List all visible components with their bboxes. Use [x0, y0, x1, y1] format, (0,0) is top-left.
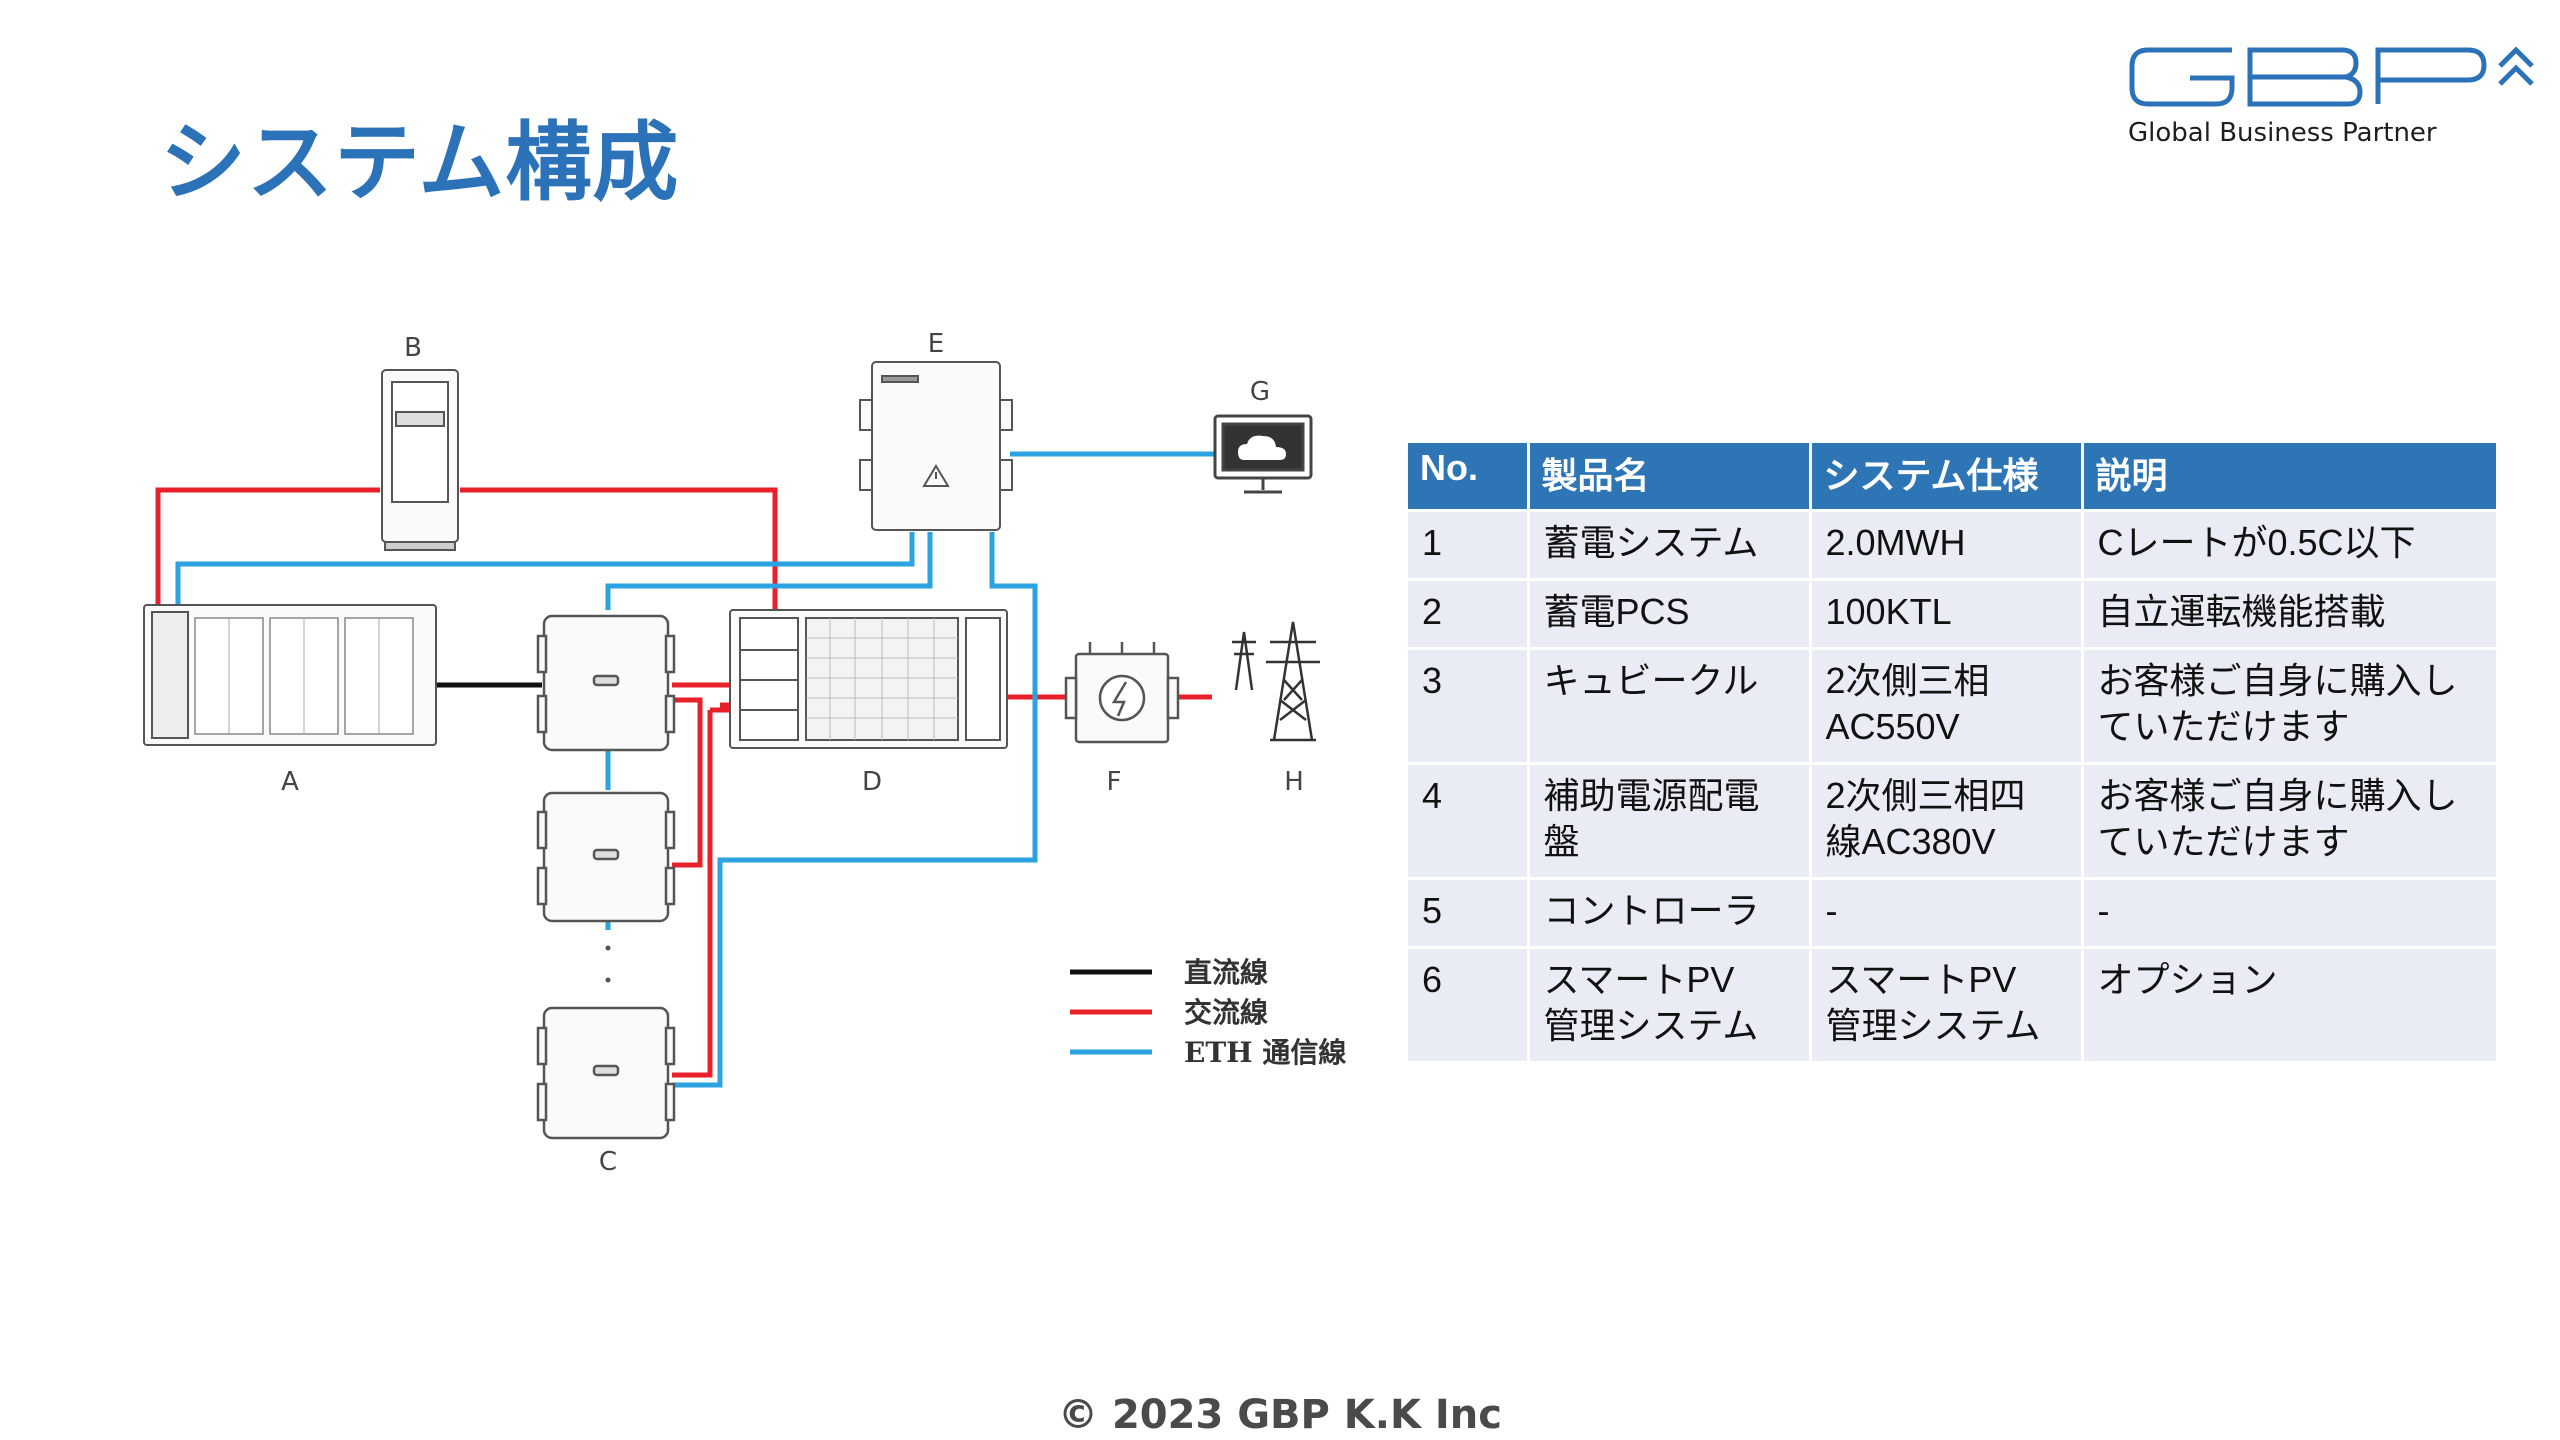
page-title: システム構成	[160, 113, 680, 213]
cell-description: お客様ご自身に購入し ていただけます	[2082, 647, 2496, 764]
pcs-module-icon	[536, 614, 676, 752]
battery-container-icon	[143, 604, 437, 746]
cell-product: 蓄電システム	[1528, 509, 1812, 580]
header-product: 製品名	[1528, 443, 1812, 511]
cell-description: Cレートが0.5C以下	[2082, 509, 2496, 580]
pcs-module-icon	[536, 791, 676, 923]
label-d: D	[862, 767, 882, 797]
cell-no: 2	[1408, 578, 1530, 649]
cell-spec: 2次側三相 AC550V	[1810, 647, 2084, 764]
cell-spec: スマートPV 管理システム	[1810, 946, 2084, 1061]
cell-product: スマートPV 管理システム	[1528, 946, 1812, 1061]
eth-wires	[175, 451, 1215, 1088]
label-e: E	[928, 329, 944, 359]
cell-description: オプション	[2082, 946, 2496, 1061]
monitor-cloud-icon	[1213, 414, 1313, 494]
pcs-module-icon	[536, 1006, 676, 1140]
cell-product: 補助電源配電 盤	[1528, 762, 1812, 879]
header-spec: システム仕様	[1810, 443, 2084, 511]
cell-no: 6	[1408, 946, 1530, 1061]
gbp-logo	[2129, 46, 2534, 107]
cell-description: -	[2082, 877, 2496, 948]
legend-ac-label: 交流線	[1184, 996, 1268, 1029]
label-a: A	[281, 767, 299, 797]
system-diagram: A B C D E F G H 直流線 交流線 ETH 通信線	[143, 329, 1346, 1177]
cell-product: キュビークル	[1528, 647, 1812, 764]
cell-spec: 2次側三相四 線AC380V	[1810, 762, 2084, 879]
label-g: G	[1250, 377, 1270, 407]
cell-no: 5	[1408, 877, 1530, 948]
controller-icon	[859, 361, 1013, 531]
legend-eth-label: ETH 通信線	[1184, 1036, 1346, 1069]
transformer-icon	[1064, 642, 1180, 744]
header-description: 説明	[2082, 443, 2496, 511]
cell-product: 蓄電PCS	[1528, 578, 1812, 649]
label-c: C	[599, 1147, 617, 1177]
auxiliary-panel-icon	[381, 369, 459, 551]
cell-no: 3	[1408, 647, 1530, 764]
cell-description: 自立運転機能搭載	[2082, 578, 2496, 649]
ellipsis-dots	[605, 945, 611, 1015]
diagram-legend: 直流線 交流線 ETH 通信線	[1070, 956, 1346, 1069]
cubicle-icon	[729, 609, 1008, 749]
cell-description: お客様ご自身に購入し ていただけます	[2082, 762, 2496, 879]
logo-tagline: Global Business Partner	[2128, 118, 2437, 148]
header-no: No.	[1408, 443, 1530, 511]
cell-product: コントローラ	[1528, 877, 1812, 948]
legend-dc-label: 直流線	[1184, 956, 1268, 989]
table-header-row: No. 製品名 システム仕様 説明	[1408, 443, 2496, 511]
label-b: B	[404, 333, 422, 363]
copyright-footer: © 2023 GBP K.K Inc	[1058, 1392, 1502, 1438]
cell-spec: 2.0MWH	[1810, 509, 2084, 580]
cell-spec: -	[1810, 877, 2084, 948]
power-pylon-icon	[1232, 621, 1320, 742]
ac-wires	[155, 487, 1212, 1078]
label-h: H	[1284, 767, 1304, 797]
label-f: F	[1107, 767, 1122, 797]
cell-spec: 100KTL	[1810, 578, 2084, 649]
cell-no: 4	[1408, 762, 1530, 879]
cell-no: 1	[1408, 509, 1530, 580]
